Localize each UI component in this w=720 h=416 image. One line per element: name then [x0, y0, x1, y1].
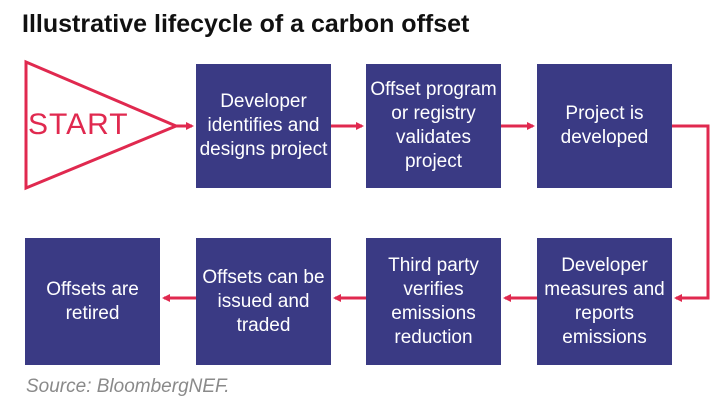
step-registry-validates: Offset program or registry validates pro…: [366, 64, 501, 188]
step-developer-reports: Developer measures and reports emissions: [537, 238, 672, 365]
step-offsets-retired: Offsets are retired: [25, 238, 160, 365]
step-third-party-verifies: Third party verifies emissions reduction: [366, 238, 501, 365]
start-triangle: [24, 59, 180, 191]
diagram-title: Illustrative lifecycle of a carbon offse…: [22, 10, 470, 38]
source-note: Source: BloombergNEF.: [26, 376, 230, 397]
arrow-step3-to-step4: [672, 124, 710, 302]
step-developer-designs: Developer identifies and designs project: [196, 64, 331, 188]
step-offsets-traded: Offsets can be issued and traded: [196, 238, 331, 365]
step-project-developed: Project is developed: [537, 64, 672, 188]
start-label: START: [28, 108, 129, 141]
